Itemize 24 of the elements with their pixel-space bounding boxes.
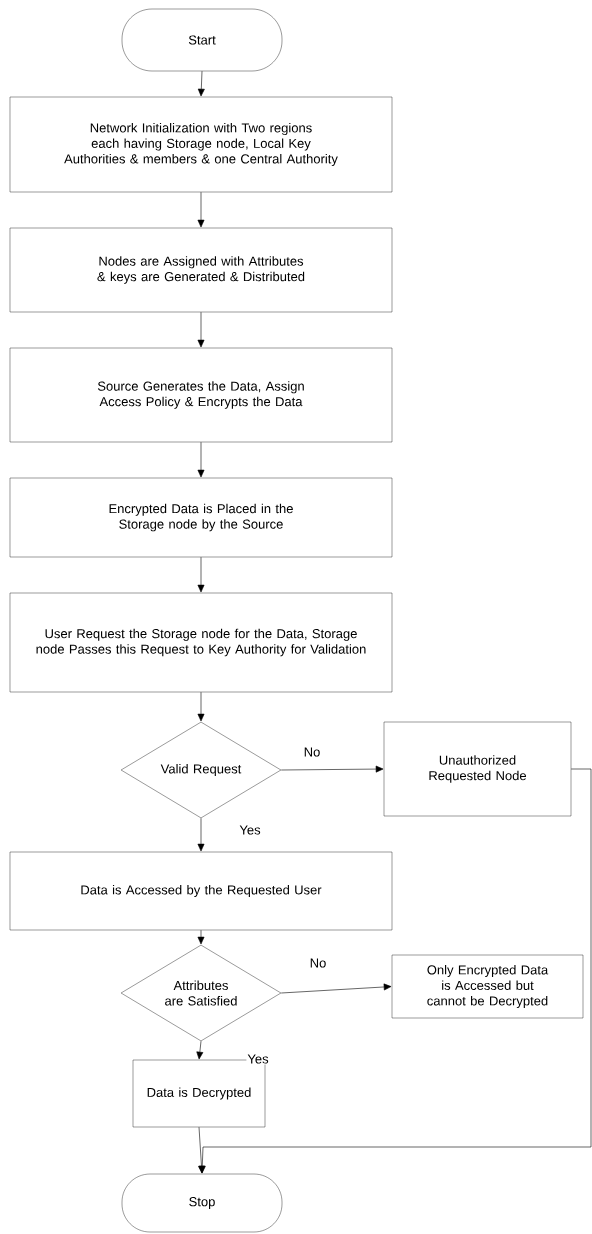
arrow: [197, 691, 205, 722]
arrow: [280, 983, 392, 994]
process-box: Data is Accessed by the Requested User: [9, 851, 393, 931]
process-box: Only Encrypted Data is Accessed but cannot be Decrypted: [391, 954, 584, 1019]
edge-label: No: [302, 746, 322, 758]
process-box: Nodes are Assigned with Attributes & keys are Generated & Distributed: [9, 227, 393, 313]
arrow: [197, 191, 205, 228]
process-box: Source Generates the Data, Assign Access Policy & Encrypts the Data: [9, 347, 393, 443]
arrow: [197, 441, 205, 478]
process-box: Network Initialization with Two regions each having Storage node, Local Key Authorities & members & one Central Authority: [9, 96, 393, 193]
arrow: [197, 817, 205, 852]
arrow: [197, 311, 205, 348]
arrow: [197, 929, 205, 945]
edge-label: Yes: [238, 824, 262, 836]
process-box: Unauthorized Requested Node: [383, 721, 572, 817]
arrow: [196, 1040, 204, 1060]
arrow: [197, 556, 205, 593]
edge-label: Yes: [246, 1053, 270, 1065]
edge-label: No: [308, 957, 328, 969]
process-box: Encrypted Data is Placed in the Storage node by the Source: [9, 477, 393, 558]
arrow: [280, 765, 384, 773]
process-box: User Request the Storage node for the Data, Storage node Passes this Request to Key Authority for Validation: [9, 592, 393, 693]
arrow: [198, 768, 592, 1174]
arrow: [197, 70, 205, 97]
